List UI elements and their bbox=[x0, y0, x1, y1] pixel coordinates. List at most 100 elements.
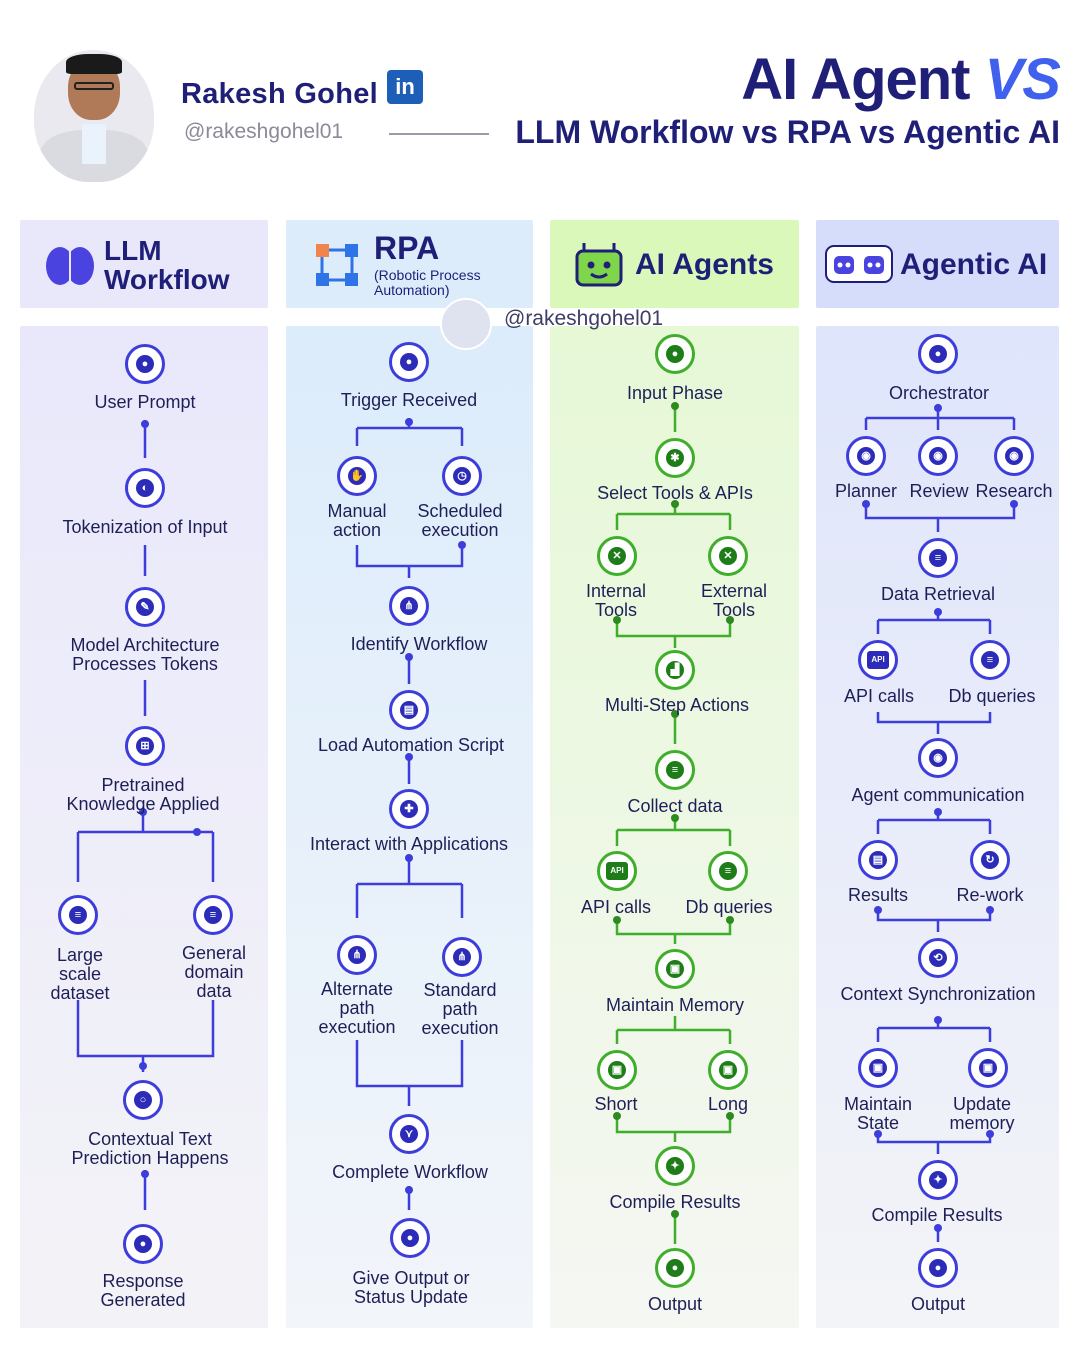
database-icon: ≡ bbox=[918, 538, 958, 578]
agentic-header: Agentic AI bbox=[816, 220, 1059, 308]
memory-icon: ▣ bbox=[858, 1048, 898, 1088]
agents-step-label: Short bbox=[594, 1094, 638, 1114]
database-icon: ≡ bbox=[193, 895, 233, 935]
gear-icon: ✱ bbox=[655, 438, 695, 478]
sync-icon: ⟲ bbox=[918, 938, 958, 978]
api-icon: API bbox=[858, 640, 898, 680]
user-icon: ● bbox=[389, 342, 429, 382]
memory-icon: ▣ bbox=[655, 949, 695, 989]
watermark-handle: @rakeshgohel01 bbox=[504, 307, 664, 330]
divider-line bbox=[389, 133, 489, 135]
memory-icon: ▣ bbox=[708, 1050, 748, 1090]
network-icon: ⊞ bbox=[125, 726, 165, 766]
memory-icon: ▣ bbox=[597, 1050, 637, 1090]
database-icon: ≡ bbox=[58, 895, 98, 935]
llm-step-label: Contextual Text Prediction Happens bbox=[71, 1129, 229, 1168]
llm-header: LLM Workflow bbox=[20, 220, 268, 308]
tools-icon: ✕ bbox=[708, 536, 748, 576]
settings-icon: ✦ bbox=[655, 1146, 695, 1186]
agentic-step-label: Data Retrieval bbox=[880, 584, 996, 604]
agentic-step-label: Re-work bbox=[956, 885, 1024, 905]
agentic-title: Agentic AI bbox=[900, 248, 1048, 281]
author-avatar bbox=[34, 50, 154, 182]
rpa-subtitle: (Robotic Process Automation) bbox=[374, 267, 481, 298]
agentic-step-label: Context Synchronization bbox=[840, 984, 1036, 1004]
agentic-step-label: Orchestrator bbox=[888, 383, 990, 403]
eye-icon: ◉ bbox=[918, 436, 958, 476]
agents-step-label: Db queries bbox=[685, 897, 773, 917]
database-icon: ≡ bbox=[708, 851, 748, 891]
linkedin-icon[interactable]: in bbox=[387, 70, 423, 104]
subtitle: LLM Workflow vs RPA vs Agentic AI bbox=[515, 114, 1060, 150]
user-icon: ● bbox=[918, 334, 958, 374]
user-icon: ● bbox=[918, 1248, 958, 1288]
user-icon: ● bbox=[655, 1248, 695, 1288]
llm-step-label: Tokenization of Input bbox=[62, 517, 228, 537]
llm-step-label: Large scale dataset bbox=[50, 945, 110, 1003]
agents-step-label: Compile Results bbox=[609, 1192, 741, 1212]
agentic-step-label: Maintain State bbox=[843, 1094, 913, 1133]
rpa-step-label: Alternate path execution bbox=[318, 979, 396, 1037]
user-icon: ● bbox=[390, 1218, 430, 1258]
agentic-step-label: API calls bbox=[843, 686, 915, 706]
eye-icon: ◉ bbox=[918, 738, 958, 778]
script-icon: ▤ bbox=[389, 690, 429, 730]
eye-icon: ◉ bbox=[994, 436, 1034, 476]
llm-step-label: User Prompt bbox=[94, 392, 196, 412]
rpa-step-label: Trigger Received bbox=[340, 390, 478, 410]
llm-step-label: General domain data bbox=[181, 943, 247, 1001]
agents-step-label: Output bbox=[647, 1294, 703, 1314]
user-icon: ● bbox=[123, 1224, 163, 1264]
rpa-step-label: Identify Workflow bbox=[350, 634, 488, 654]
agentic-step-label: Output bbox=[910, 1294, 966, 1314]
agentic-step-label: Review bbox=[909, 481, 969, 501]
tree-icon: ⋔ bbox=[442, 937, 482, 977]
agentic-step-label: Results bbox=[847, 885, 909, 905]
agents-title: AI Agents bbox=[635, 248, 774, 281]
eye-icon: ◉ bbox=[846, 436, 886, 476]
main-title: AI Agent VS bbox=[741, 47, 1061, 112]
rpa-step-label: Scheduled execution bbox=[417, 501, 503, 540]
puzzle-icon: ✚ bbox=[389, 789, 429, 829]
user-outline-icon: ○ bbox=[123, 1080, 163, 1120]
agents-step-label: Internal Tools bbox=[585, 581, 647, 620]
rpa-step-label: Give Output or Status Update bbox=[352, 1268, 470, 1307]
agents-step-label: Multi-Step Actions bbox=[604, 695, 750, 715]
rpa-step-label: Load Automation Script bbox=[317, 735, 505, 755]
steps-icon: ▟ bbox=[655, 650, 695, 690]
rpa-step-label: Complete Workflow bbox=[332, 1162, 488, 1182]
llm-title-line2: Workflow bbox=[104, 264, 230, 295]
rpa-step-label: Manual action bbox=[327, 501, 387, 540]
llm-step-label: Response Generated bbox=[100, 1271, 186, 1310]
script-icon: ▤ bbox=[858, 840, 898, 880]
agentic-step-label: Research bbox=[975, 481, 1053, 501]
llm-title-line1: LLM bbox=[104, 235, 162, 266]
agentic-step-label: Update memory bbox=[949, 1094, 1015, 1133]
brain-icon bbox=[46, 247, 94, 285]
agents-step-label: Input Phase bbox=[626, 383, 724, 403]
memory-icon: ▣ bbox=[968, 1048, 1008, 1088]
flow-icon: ⋎ bbox=[389, 1114, 429, 1154]
database-icon: ≡ bbox=[655, 750, 695, 790]
clock-icon: ◷ bbox=[442, 456, 482, 496]
hierarchy-icon: ⋔ bbox=[389, 586, 429, 626]
watermark-avatar bbox=[440, 298, 492, 350]
agentic-step-label: Agent communication bbox=[851, 785, 1025, 805]
multi-robot-icon bbox=[825, 245, 893, 283]
agents-step-label: Select Tools & APIs bbox=[597, 483, 753, 503]
robot-icon bbox=[575, 243, 623, 287]
agentic-step-label: Planner bbox=[834, 481, 898, 501]
database-icon: ≡ bbox=[970, 640, 1010, 680]
author-name: Rakesh Gohel bbox=[181, 78, 378, 110]
api-icon: API bbox=[597, 851, 637, 891]
agents-step-label: API calls bbox=[580, 897, 652, 917]
process-blocks-icon bbox=[316, 244, 358, 286]
tools-icon: ✕ bbox=[597, 536, 637, 576]
edit-icon: ✎ bbox=[125, 587, 165, 627]
agents-step-label: Long bbox=[707, 1094, 749, 1114]
rpa-step-label: Interact with Applications bbox=[309, 834, 509, 854]
rpa-header: RPA (Robotic Process Automation) bbox=[286, 220, 533, 308]
token-icon: ◐ bbox=[125, 468, 165, 508]
agents-step-label: External Tools bbox=[700, 581, 768, 620]
settings-icon: ✦ bbox=[918, 1160, 958, 1200]
